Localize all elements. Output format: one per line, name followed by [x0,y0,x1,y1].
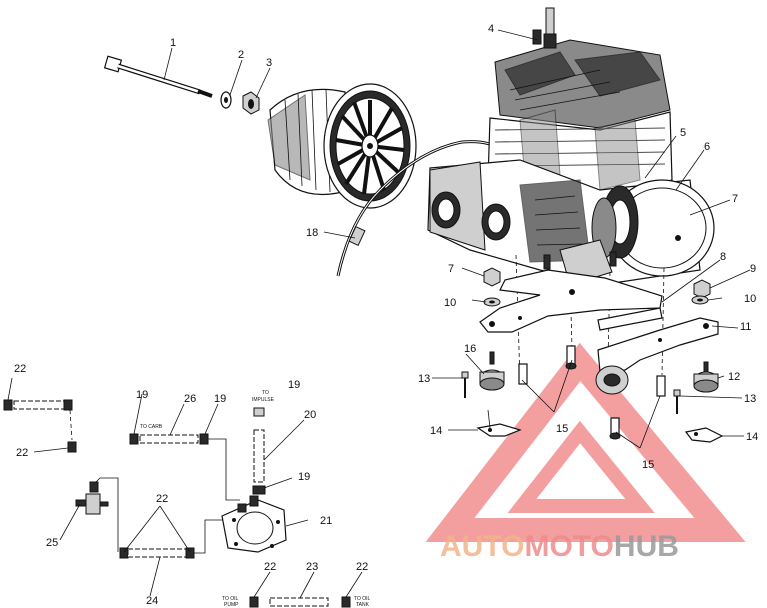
callout-23: 23 [306,561,318,573]
callout-7a: 7 [732,193,738,205]
watermark-text: AUTOMOTOHUB [440,530,679,563]
callout-3: 3 [266,57,272,69]
watermark-logo [425,342,746,542]
watermark-part1: AUTO [440,530,524,563]
svg-text:AUTOMOTOHUB: AUTOMOTOHUB [440,530,679,563]
part-lower-hose [119,519,230,559]
label-to-oil-tank-2: TANK [356,602,370,608]
callout-14a: 14 [430,425,442,437]
callout-22d: 22 [264,561,276,573]
callout-19b: 19 [214,393,226,405]
callout-15a: 15 [556,423,568,435]
callout-1: 1 [170,37,176,49]
part-rubber-mounts [479,351,719,393]
part-drive-clutch [267,83,417,209]
callout-18: 18 [306,227,318,239]
part-cable [336,140,502,277]
callout-14b: 14 [746,431,758,443]
callout-21: 21 [320,515,332,527]
part-brackets [476,409,724,443]
callout-25: 25 [46,537,58,549]
callout-6: 6 [704,141,710,153]
callout-19a: 19 [136,389,148,401]
callout-labels: 1 2 3 4 5 6 7 18 8 9 7 10 10 11 16 12 13… [14,23,758,607]
label-to-impulse-2: IMPULSE [252,397,275,403]
watermark-triangle-outer [425,342,746,542]
callout-12: 12 [728,371,740,383]
callout-4: 4 [488,23,494,35]
part-spacers [518,345,666,440]
label-to-oil-pump-1: TO OIL [222,596,239,602]
part-rear-mount-plate [595,317,719,395]
callout-22-triangle [123,505,191,553]
part-fuel-fitting [75,477,119,552]
part-washer [220,91,232,109]
label-to-oil-tank-1: TO OIL [354,596,371,602]
part-mount-nuts-washers [483,267,711,307]
part-small-bolts [461,371,681,414]
callout-16: 16 [464,343,476,355]
callout-15b: 15 [642,459,654,471]
callout-10a: 10 [444,297,456,309]
part-nut [242,91,260,115]
label-to-impulse-1: TO [262,390,269,396]
callout-2: 2 [238,49,244,61]
callout-22b: 22 [16,447,28,459]
callout-20: 20 [304,409,316,421]
callout-11: 11 [740,321,751,333]
callout-19d: 19 [298,471,310,483]
part-oil-hose [249,596,351,608]
part-front-mount-plate [479,269,663,333]
hose-labels: TO CARB TO IMPULSE TO OIL PUMP TO OIL TA… [140,390,371,608]
part-engine [427,7,715,286]
part-carb-hose [129,433,240,501]
part-fuel-pump [221,495,287,553]
part-impulse-hose [252,407,266,495]
watermark-part3: HUB [614,530,679,563]
callout-26: 26 [184,393,196,405]
callout-7b: 7 [448,263,454,275]
callout-13b: 13 [744,393,756,405]
callout-24: 24 [146,595,158,607]
label-to-oil-pump-2: PUMP [224,602,239,608]
watermark-triangle-inner [507,420,655,513]
callout-9: 9 [750,263,756,275]
callout-22e: 22 [356,561,368,573]
callout-5: 5 [680,127,686,139]
callout-22c: 22 [156,493,168,505]
part-bolt [103,55,213,98]
callout-19c: 19 [288,379,300,391]
label-to-carb: TO CARB [140,424,163,430]
callout-22a: 22 [14,363,26,375]
watermark-part2: MOTO [524,530,613,563]
callout-13a: 13 [418,373,430,385]
leader-lines [7,29,751,599]
part-fuel-hose-left [3,399,77,453]
callout-10b: 10 [744,293,756,305]
callout-8: 8 [720,251,726,263]
